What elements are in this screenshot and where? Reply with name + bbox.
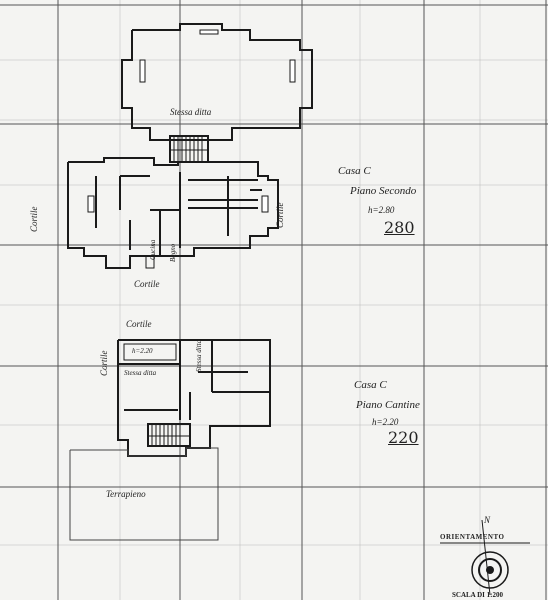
cortile-left-label: Cortile	[29, 206, 39, 232]
cortile-lower-label: Cortile	[126, 319, 152, 329]
stessa-ditta-left-label: Stessa ditta	[124, 369, 157, 377]
piano-cantine-label: Piano Cantine	[356, 399, 420, 411]
stessa-ditta-right-label: Stessa ditta	[195, 339, 203, 372]
cortile-lower-left-label: Cortile	[99, 350, 109, 376]
h-bottom-big-label: 220	[388, 428, 419, 447]
cortile-mid-label: Cortile	[134, 279, 160, 289]
stessa-ditta-top-label: Stessa ditta	[170, 107, 212, 117]
h-top-big-label: 280	[384, 218, 415, 237]
upper-openings	[87, 29, 296, 269]
terrapieno-label: Terrapieno	[106, 489, 146, 499]
orientamento-label: ORIENTAMENTO	[440, 533, 505, 541]
h-basement-label: h=2.20	[132, 347, 153, 355]
north-compass-icon	[440, 519, 530, 596]
bagno-label: Bagno	[169, 243, 177, 262]
upper-stairs	[169, 135, 209, 163]
cortile-right-label: Cortile	[275, 202, 285, 228]
h-bottom-label: h=2.20	[372, 417, 399, 427]
upper-plan-walls	[67, 23, 313, 269]
terrapieno-outline	[69, 447, 219, 541]
lower-plan-walls	[117, 339, 271, 457]
piano-secondo-label: Piano Secondo	[350, 185, 417, 197]
casa-c-top-label: Casa C	[338, 165, 371, 177]
cucina-label: Cucina	[149, 239, 157, 260]
basement-inner-box	[123, 343, 177, 361]
lower-stairs	[147, 423, 191, 447]
h-top-label: h=2.80	[368, 205, 395, 215]
casa-c-bottom-label: Casa C	[354, 379, 387, 391]
north-label: N	[484, 515, 491, 525]
scale-label: SCALA DI 1:200	[452, 591, 503, 599]
